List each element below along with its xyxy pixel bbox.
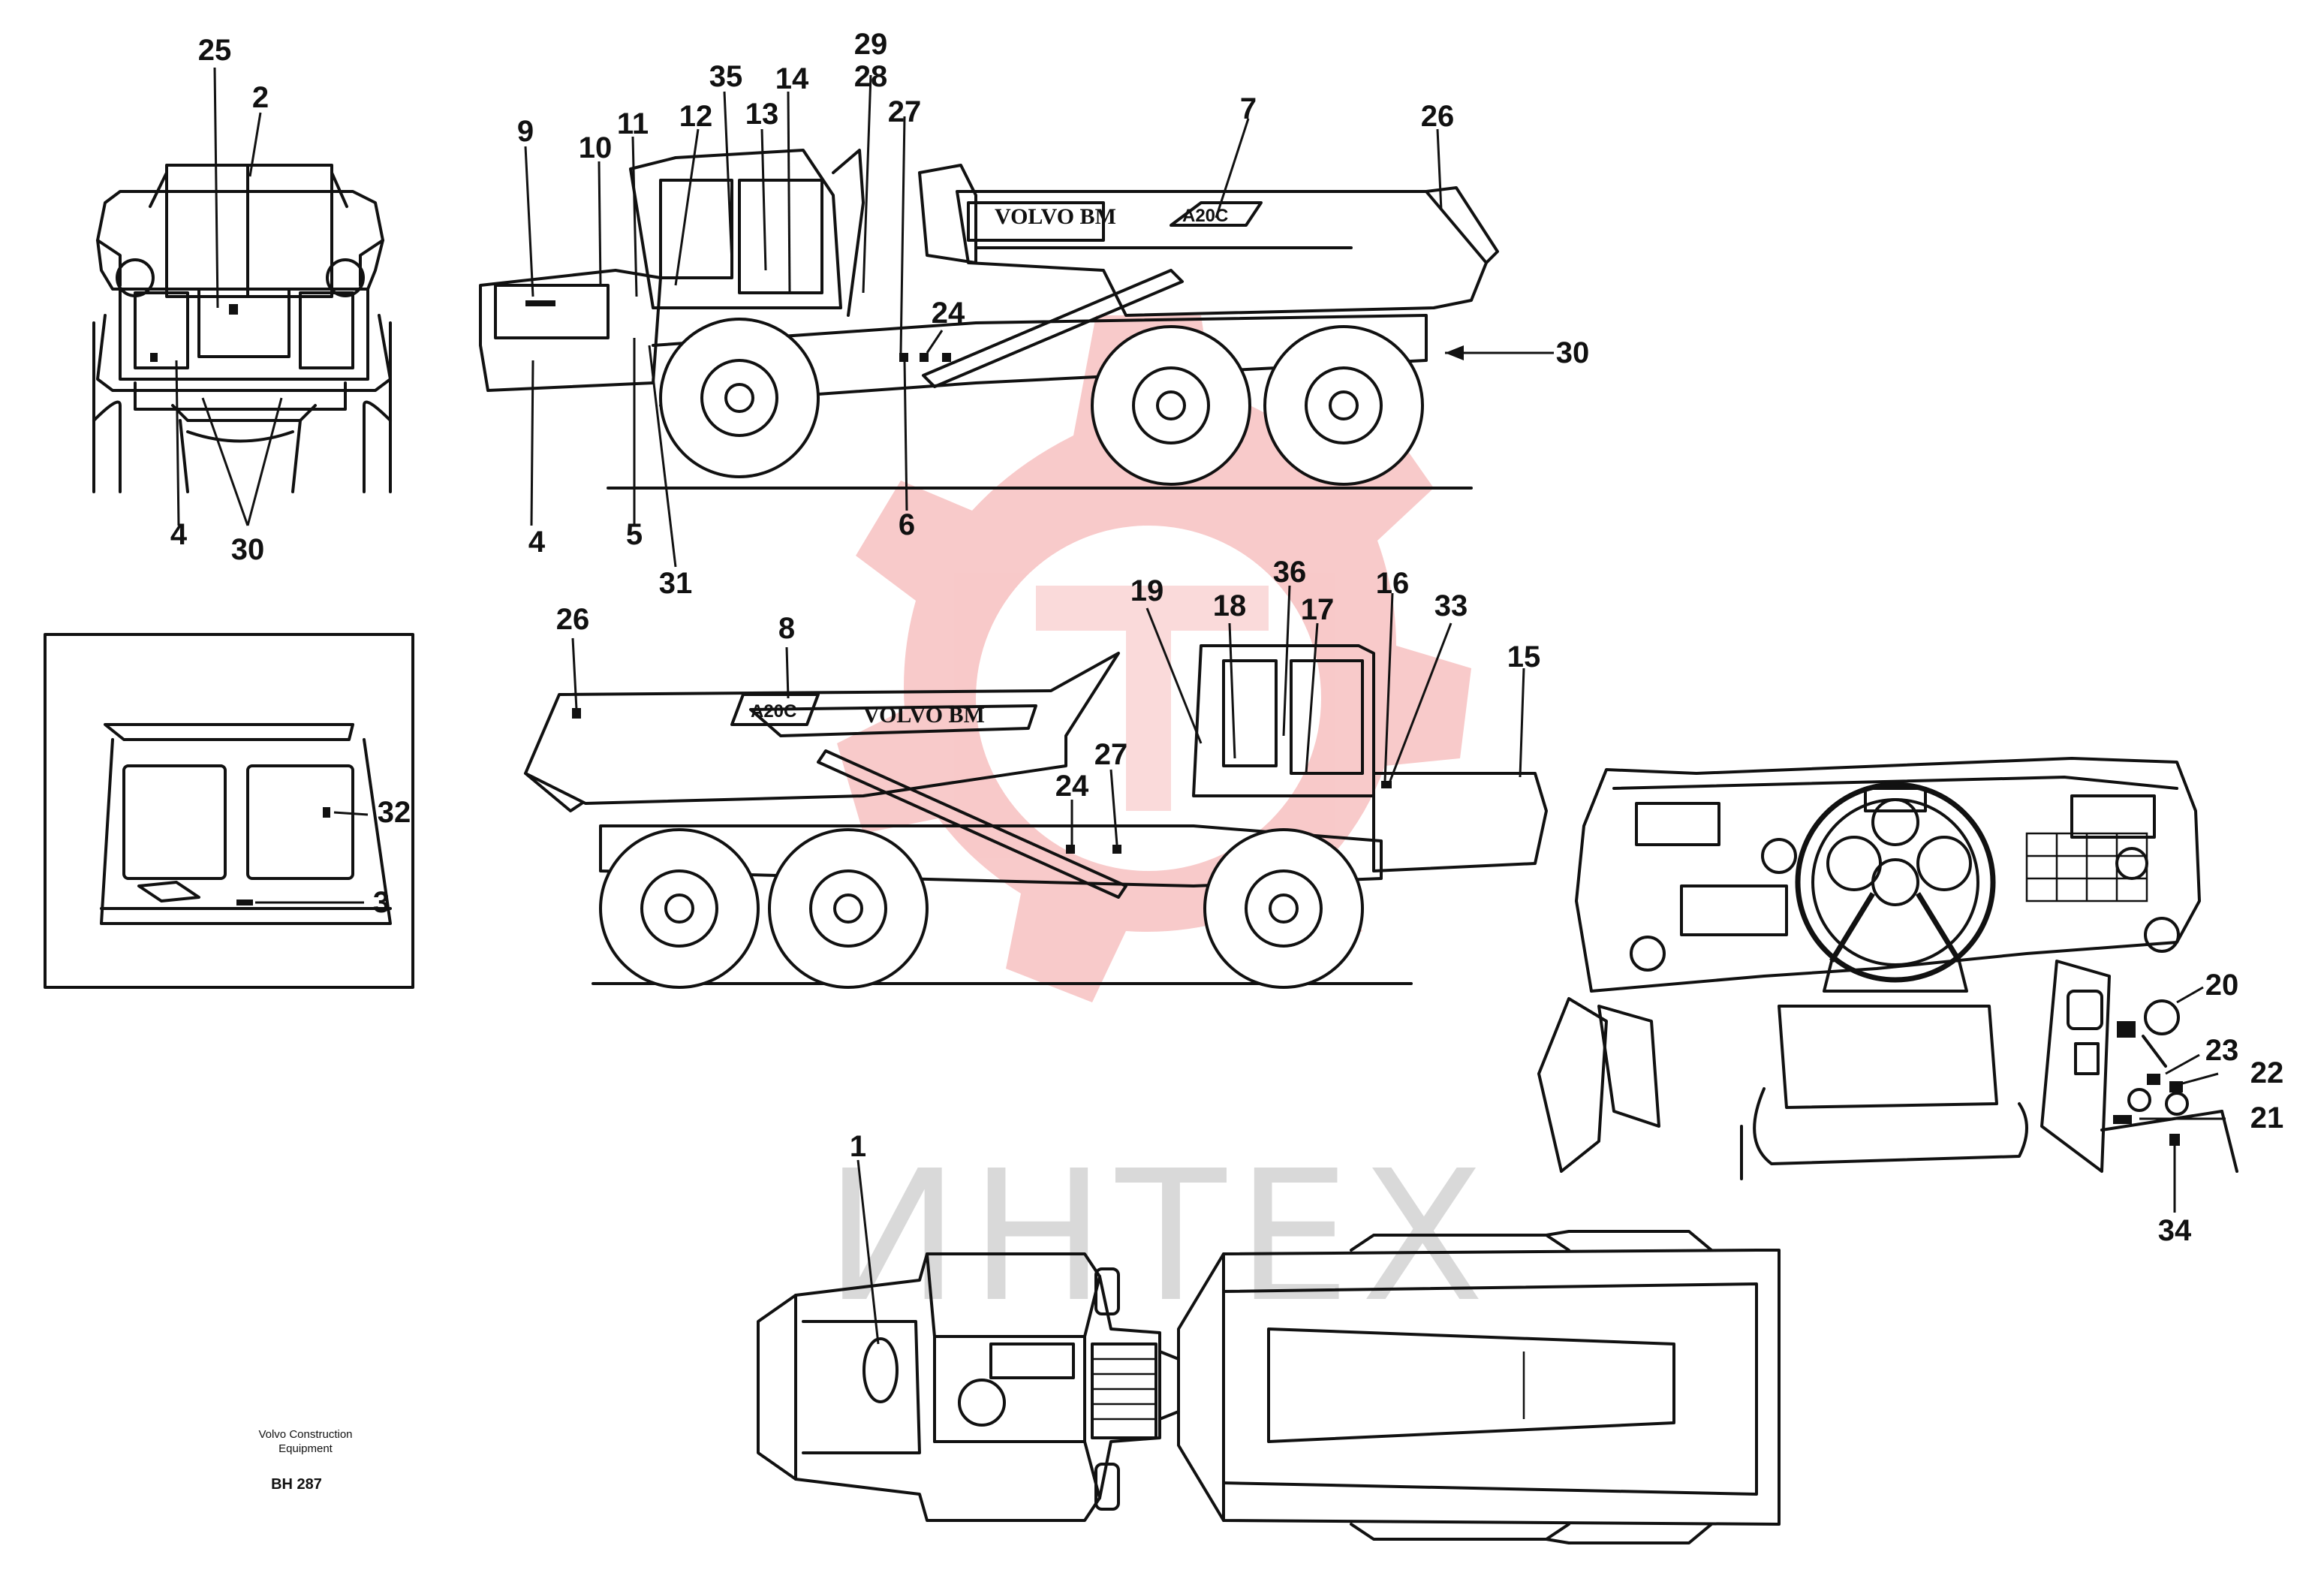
callout-4: 4 — [170, 518, 188, 551]
callout-34: 34 — [2158, 1214, 2192, 1247]
callout-2: 2 — [252, 81, 269, 114]
callout-19: 19 — [1130, 574, 1164, 607]
callout-14: 14 — [775, 62, 809, 95]
callout-26: 26 — [1421, 100, 1455, 133]
callout-31: 31 — [659, 567, 693, 600]
callout-10: 10 — [579, 131, 613, 164]
callout-25: 25 — [198, 34, 232, 67]
right-side-view: VOLVO BM A20C 26 8 19 18 — [524, 556, 1548, 989]
callout-5: 5 — [626, 518, 643, 551]
callout-26: 26 — [556, 603, 590, 636]
callout-3: 3 — [373, 886, 390, 919]
brand-decal-right: VOLVO BM — [863, 703, 985, 728]
callout-18: 18 — [1213, 589, 1247, 622]
callout-4: 4 — [528, 526, 546, 559]
callout-1: 1 — [850, 1130, 866, 1163]
front-view: 25 2 4 30 — [92, 34, 392, 566]
callout-24: 24 — [932, 297, 965, 330]
callout-17: 17 — [1301, 593, 1335, 626]
callout-16: 16 — [1376, 567, 1410, 600]
callout-12: 12 — [679, 100, 713, 133]
callout-28: 28 — [854, 60, 888, 93]
callout-8: 8 — [778, 612, 795, 645]
footer: Volvo Construction Equipment BH 287 — [258, 1428, 352, 1493]
footer-company-line2: Equipment — [278, 1442, 333, 1455]
callout-20: 20 — [2205, 969, 2239, 1002]
callout-32: 32 — [378, 796, 411, 829]
callout-35: 35 — [709, 60, 743, 93]
callout-36: 36 — [1273, 556, 1307, 589]
callout-11: 11 — [617, 107, 649, 140]
callout-24: 24 — [1055, 770, 1089, 803]
footer-code: BH 287 — [271, 1476, 322, 1493]
model-decal-left: A20C — [1182, 206, 1228, 226]
footer-company: Volvo Construction — [258, 1428, 352, 1441]
callout-33: 33 — [1434, 589, 1468, 622]
callout-6: 6 — [899, 508, 915, 541]
brand-decal-left: VOLVO BM — [995, 204, 1116, 229]
callout-30: 30 — [1556, 336, 1590, 369]
callout-21: 21 — [2250, 1101, 2284, 1135]
callout-13: 13 — [745, 98, 779, 131]
callout-22: 22 — [2250, 1056, 2284, 1089]
callout-7: 7 — [1240, 92, 1257, 125]
dashboard-view: 20 23 22 21 34 — [1537, 757, 2284, 1247]
callout-30: 30 — [231, 533, 265, 566]
callout-9: 9 — [517, 115, 534, 148]
cab-rear-panel-view: 32 3 — [44, 633, 414, 989]
callout-27: 27 — [1094, 738, 1128, 771]
callout-23: 23 — [2205, 1034, 2239, 1067]
callout-29: 29 — [854, 28, 888, 61]
callout-27: 27 — [888, 95, 922, 128]
callout-15: 15 — [1507, 640, 1541, 673]
top-view: 1 — [757, 1130, 1781, 1544]
left-side-view: VOLVO BM A20C — [479, 28, 1590, 600]
model-decal-right: A20C — [751, 701, 796, 722]
